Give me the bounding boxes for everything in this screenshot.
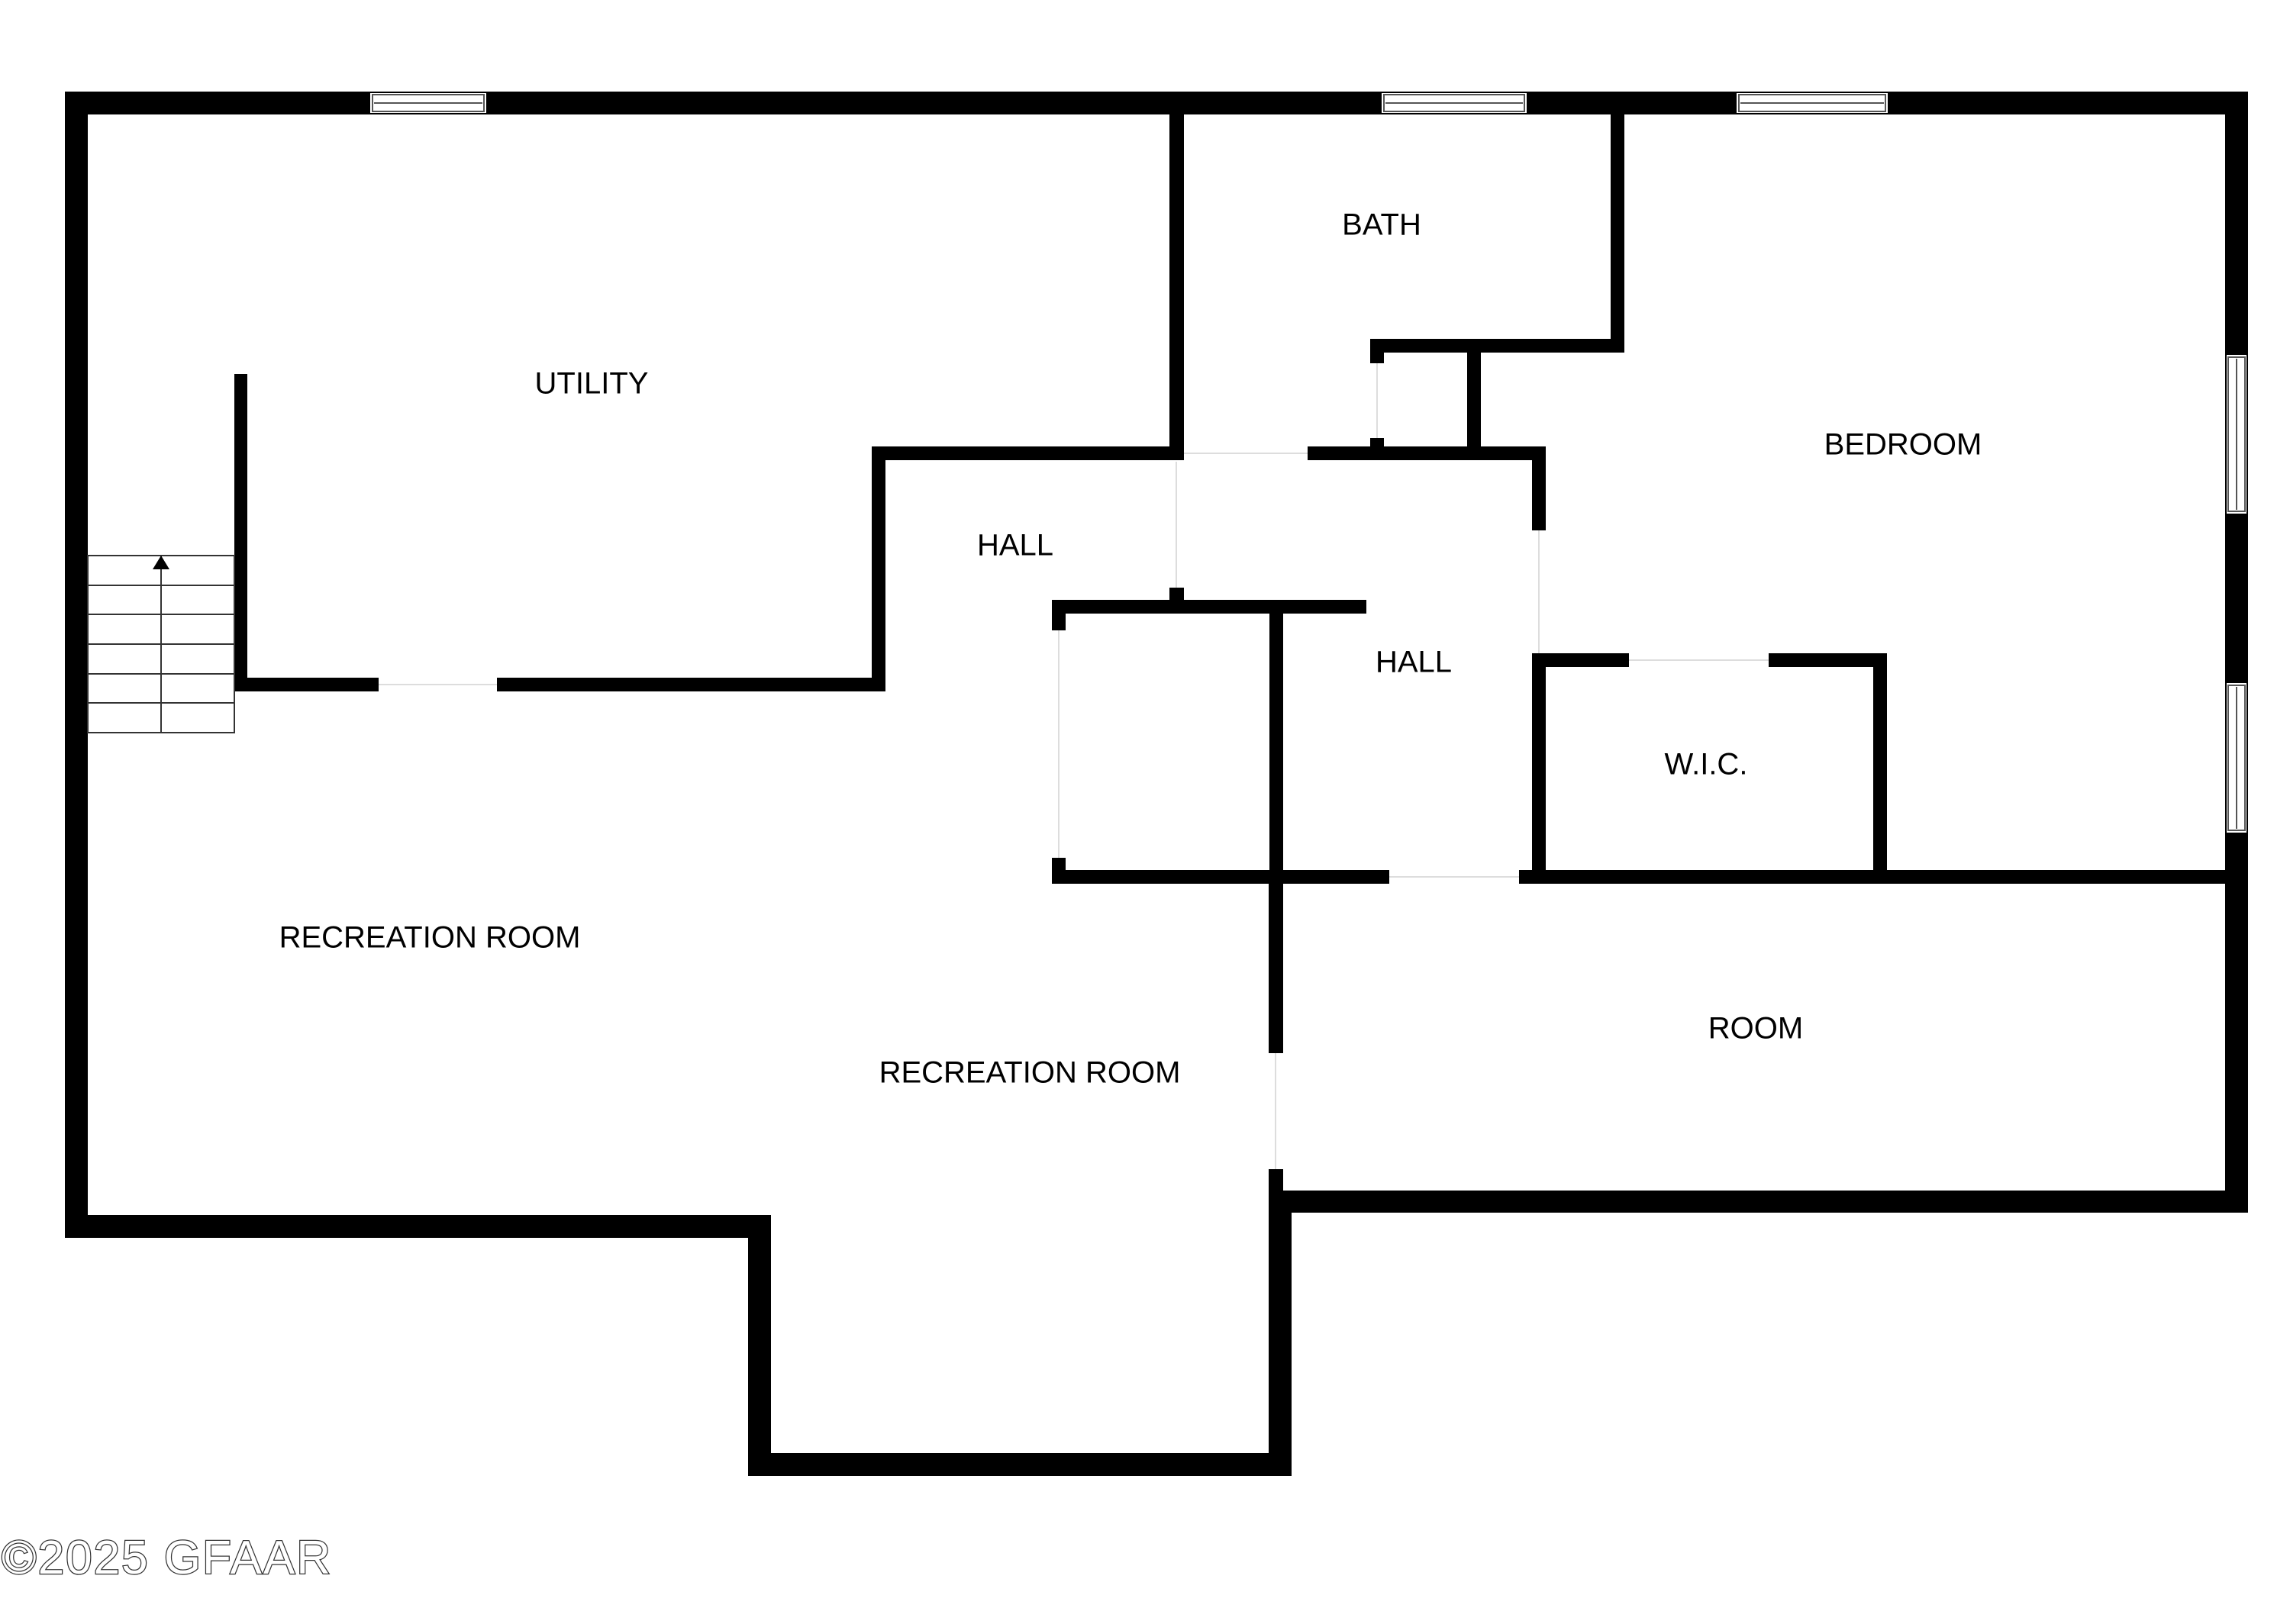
wall-notch-right	[1269, 1191, 1292, 1476]
up-arrow-icon	[153, 556, 169, 569]
wall-bath-bottom	[1370, 339, 1624, 353]
wall-closet-bottom	[1052, 870, 1389, 884]
label-hall-left: HALL	[977, 529, 1053, 562]
wall-wic-top-right	[1769, 653, 1887, 667]
label-wic: W.I.C.	[1665, 748, 1748, 781]
window-bedroom-right-upper-frame	[2227, 356, 2246, 512]
window-bedroom-right-lower-frame	[2227, 685, 2246, 831]
wall-closet-left-top	[1052, 600, 1066, 630]
wall-utility-step-vertical	[872, 446, 885, 691]
window-bath-frame	[1383, 94, 1525, 112]
openings	[370, 93, 2246, 1194]
wall-closet-right	[1467, 339, 1481, 453]
wall-notch-bottom	[748, 1453, 1292, 1476]
copyright-watermark: ©2025 GFAAR	[2, 1532, 332, 1584]
label-bedroom: BEDROOM	[1824, 428, 1982, 462]
label-recreation-left: RECREATION ROOM	[279, 921, 581, 955]
wall-utility-right	[1169, 103, 1184, 460]
wall-closet-top	[1052, 600, 1366, 614]
wall-hall-top	[1308, 446, 1546, 460]
wall-wic-left	[1532, 653, 1546, 884]
wall-closet-divider	[1269, 600, 1283, 888]
label-room: ROOM	[1708, 1012, 1803, 1046]
wall-bath-right	[1611, 103, 1624, 353]
wall-outer-bottom-left	[65, 1215, 771, 1238]
wall-rec-divider-lower	[1269, 1169, 1283, 1194]
label-bath: BATH	[1342, 208, 1421, 242]
room-labels: UTILITY BATH BEDROOM HALL HALL W.I.C. RE…	[279, 208, 1982, 1090]
wall-stair-side	[234, 374, 247, 690]
walls	[65, 92, 2248, 1476]
wall-closet-left	[1370, 339, 1384, 363]
wall-outer-right	[2225, 92, 2248, 1213]
label-hall-center: HALL	[1376, 646, 1452, 679]
wall-utility-bottom	[234, 678, 885, 691]
window-utility-frame	[372, 94, 485, 112]
wall-wic-top-left	[1532, 653, 1629, 667]
wall-hall-right-upper	[1532, 446, 1546, 530]
wall-room-bottom	[1269, 1191, 2248, 1213]
wall-notch-left	[748, 1215, 771, 1476]
wall-wic-right	[1873, 653, 1887, 884]
label-recreation-center: RECREATION ROOM	[879, 1056, 1181, 1090]
label-utility: UTILITY	[535, 367, 649, 401]
wall-outer-left	[65, 92, 88, 1238]
window-bedroom-top-frame	[1738, 94, 1886, 112]
wall-rec-divider-upper	[1269, 870, 1283, 1053]
wall-utility-step-top	[872, 446, 1184, 460]
